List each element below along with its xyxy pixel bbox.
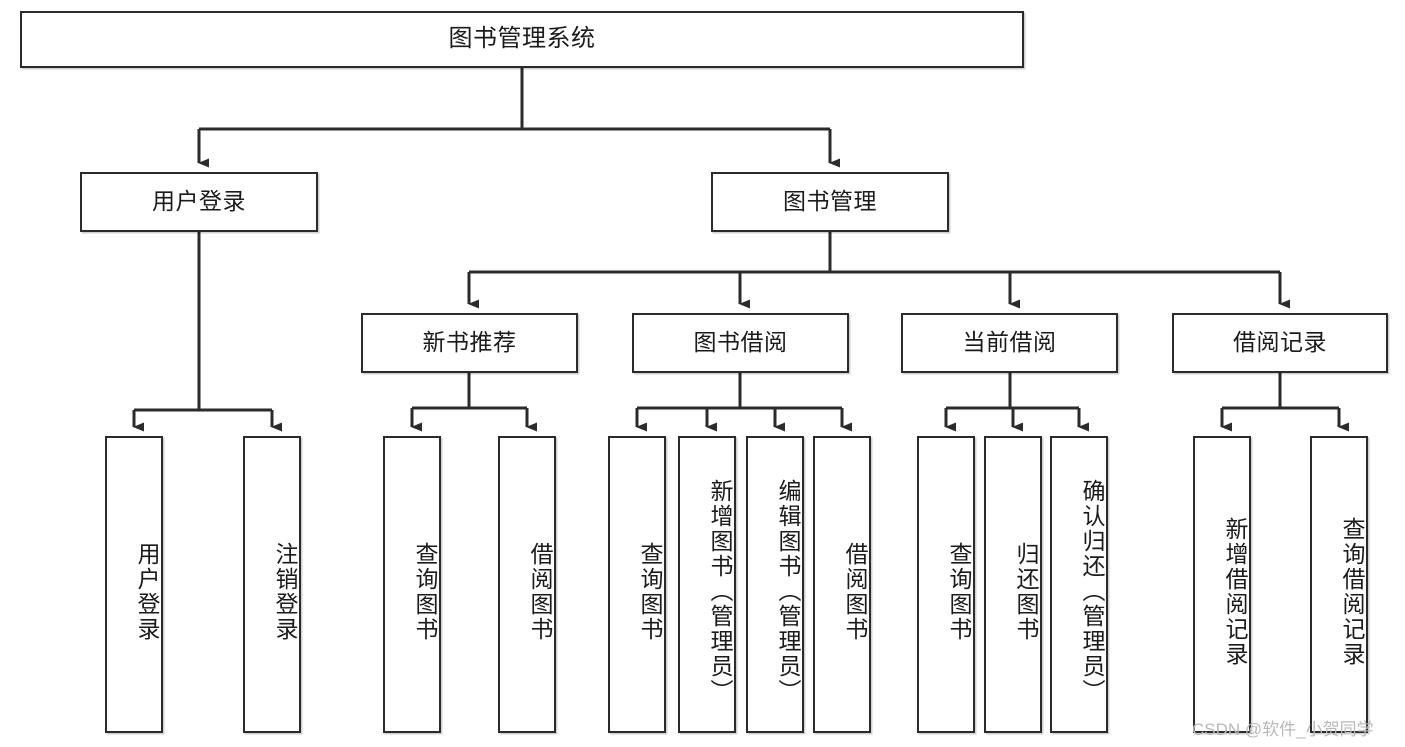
leaf-current-borrow-confirm-return[interactable]: 确认归还（管理员） (1050, 436, 1108, 733)
leaf-label: 查询图书 (946, 541, 972, 642)
node-new-book-recommendation[interactable]: 新书推荐 (361, 313, 578, 373)
leaf-book-borrow-query[interactable]: 查询图书 (608, 436, 666, 733)
leaf-current-borrow-query[interactable]: 查询图书 (917, 436, 975, 733)
leaf-label: 新增图书（管理员） (707, 479, 733, 704)
leaf-book-borrow-add[interactable]: 新增图书（管理员） (678, 436, 736, 733)
leaf-book-borrow-lend[interactable]: 借阅图书 (813, 436, 871, 733)
node-book-management[interactable]: 图书管理 (711, 172, 949, 232)
node-root-system[interactable]: 图书管理系统 (20, 11, 1024, 68)
leaf-label: 查询图书 (412, 541, 438, 642)
leaf-current-borrow-return[interactable]: 归还图书 (984, 436, 1042, 733)
leaf-new-book-query[interactable]: 查询图书 (383, 436, 441, 733)
leaf-record-add[interactable]: 新增借阅记录 (1193, 436, 1251, 733)
leaf-label: 用户登录 (134, 541, 160, 642)
leaf-label: 确认归还（管理员） (1079, 479, 1105, 704)
leaf-label: 新增借阅记录 (1222, 516, 1248, 667)
leaf-user-login-signin[interactable]: 用户登录 (105, 436, 163, 733)
leaf-label: 归还图书 (1013, 541, 1039, 642)
leaf-label: 编辑图书（管理员） (775, 479, 801, 704)
node-user-login[interactable]: 用户登录 (80, 172, 318, 232)
node-current-borrowing[interactable]: 当前借阅 (901, 313, 1118, 373)
leaf-label: 借阅图书 (842, 541, 868, 642)
leaf-new-book-borrow[interactable]: 借阅图书 (498, 436, 556, 733)
watermark-text: CSDN @软件_小贺同学 (1192, 720, 1374, 739)
leaf-label: 注销登录 (272, 541, 298, 642)
leaf-label: 查询图书 (637, 541, 663, 642)
node-book-borrowing[interactable]: 图书借阅 (632, 313, 849, 373)
node-borrowing-record[interactable]: 借阅记录 (1172, 313, 1388, 373)
leaf-label: 查询借阅记录 (1339, 516, 1365, 667)
leaf-book-borrow-edit[interactable]: 编辑图书（管理员） (746, 436, 804, 733)
leaf-user-login-signout[interactable]: 注销登录 (243, 436, 301, 733)
leaf-label: 借阅图书 (527, 541, 553, 642)
leaf-record-query[interactable]: 查询借阅记录 (1310, 436, 1368, 733)
